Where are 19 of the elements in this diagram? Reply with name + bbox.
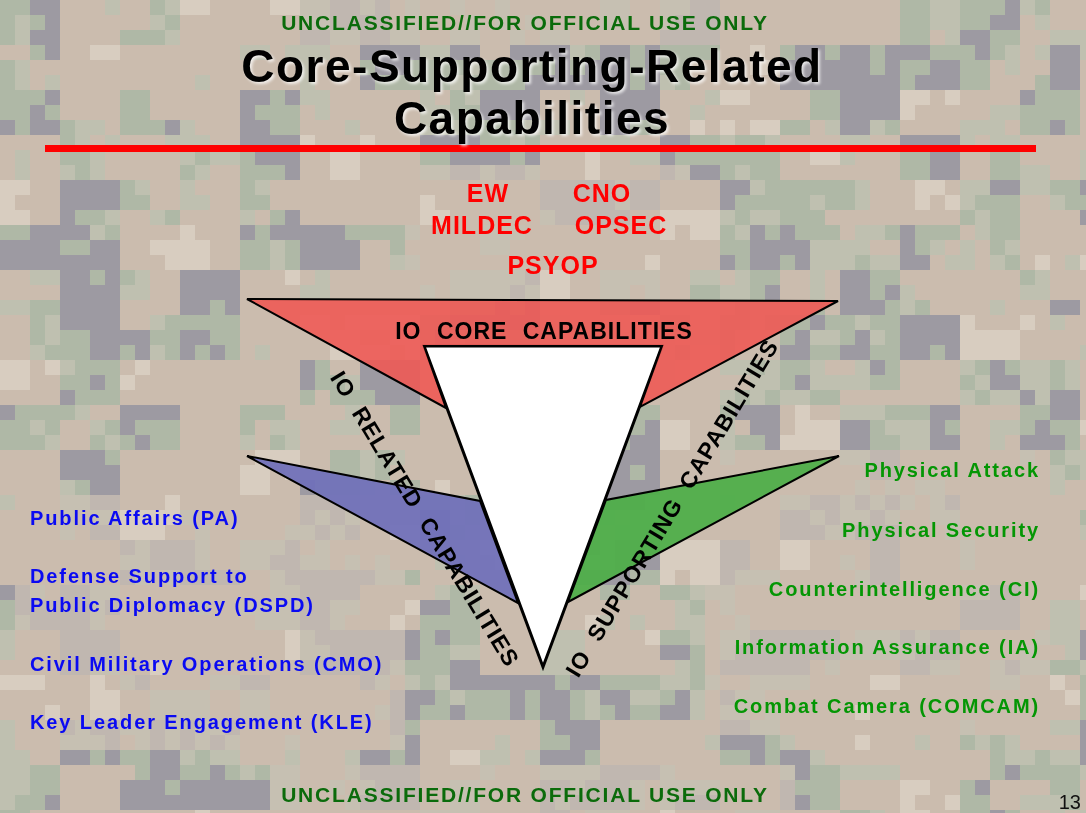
capability-label: Information Assurance (IA) [734, 635, 1040, 660]
capability-label: Combat Camera (COMCAM) [733, 694, 1040, 719]
slide-title: Core-Supporting-Related Capabilities [240, 40, 824, 144]
capability-label: Key Leader Engagement (KLE) [30, 710, 374, 735]
capability-label: PSYOP [507, 250, 599, 280]
capability-label: OPSEC [574, 210, 668, 240]
capability-label: Physical Attack [864, 458, 1040, 483]
capability-label: Physical Security [842, 518, 1040, 543]
capability-label: Civil Military Operations (CMO) [30, 652, 384, 677]
capability-label: Public Affairs (PA) [30, 506, 240, 531]
classification-text: UNCLASSIFIED//FOR OFFICIAL USE ONLY [281, 10, 769, 35]
capability-label: Defense Support to Public Diplomacy (DSPD) [30, 564, 315, 618]
classification-text: UNCLASSIFIED//FOR OFFICIAL USE ONLY [281, 782, 769, 807]
capability-label: MILDEC [431, 210, 533, 240]
page-number: 13 [1058, 790, 1081, 813]
capability-label: EW [466, 178, 510, 208]
wedge-label: IO CORE CAPABILITIES [395, 318, 693, 344]
capability-label: CNO [572, 178, 632, 208]
capability-label: Counterintelligence (CI) [768, 577, 1040, 602]
